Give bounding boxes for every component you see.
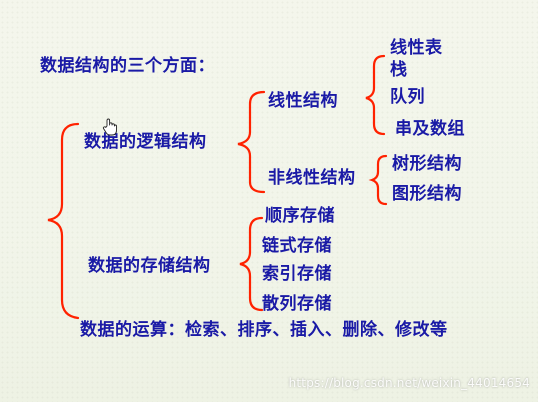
- linear-item: 队列: [390, 87, 425, 107]
- linear-structure-label: 线性结构: [268, 91, 338, 111]
- storage-item: 散列存储: [262, 294, 332, 314]
- storage-brace: [239, 216, 264, 312]
- storage-item: 链式存储: [262, 236, 332, 256]
- logical-brace: [237, 90, 266, 194]
- nonlinear-item: 树形结构: [392, 154, 462, 174]
- linear-item: 栈: [390, 60, 408, 80]
- nonlinear-structure-label: 非线性结构: [268, 168, 356, 188]
- slide-title: 数据结构的三个方面：: [40, 56, 215, 76]
- nonlinear-brace: [368, 154, 388, 206]
- storage-item: 索引存储: [262, 264, 332, 284]
- watermark: https://blog.csdn.net/weixin_44014654: [288, 376, 530, 390]
- logical-structure-label: 数据的逻辑结构: [84, 132, 207, 152]
- linear-item: 线性表: [390, 38, 443, 58]
- storage-structure-label: 数据的存储结构: [88, 256, 211, 276]
- nonlinear-item: 图形结构: [392, 184, 462, 204]
- operations-line: 数据的运算：检索、排序、插入、删除、修改等: [80, 320, 448, 340]
- main-brace: [47, 122, 80, 320]
- hand-cursor-icon: [102, 118, 117, 136]
- storage-item: 顺序存储: [265, 206, 335, 226]
- linear-brace: [365, 54, 386, 136]
- linear-item: 串及数组: [395, 119, 465, 139]
